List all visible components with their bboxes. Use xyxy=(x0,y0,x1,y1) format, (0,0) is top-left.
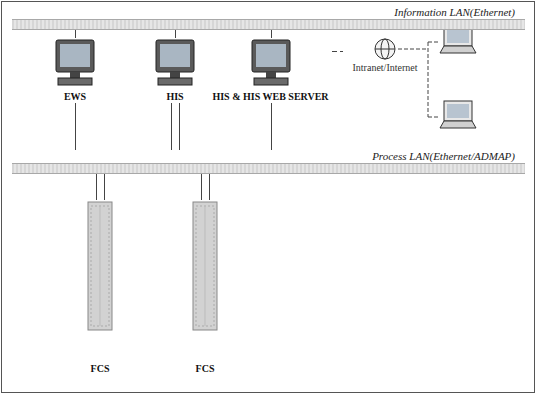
connector-line xyxy=(175,30,176,38)
node-label: HIS xyxy=(150,90,200,103)
wan-line xyxy=(398,49,428,50)
wan-line xyxy=(428,42,429,117)
computer-station: EWS xyxy=(47,38,103,103)
base xyxy=(158,78,192,85)
cabinet-icon xyxy=(85,200,115,332)
wan-line xyxy=(428,117,440,118)
lan-connector xyxy=(271,30,272,38)
node-label: FCS xyxy=(85,362,115,375)
screen xyxy=(256,44,286,67)
monitor xyxy=(56,40,94,72)
node-label: Process LAN(Ethernet/ADMAP) xyxy=(12,150,525,163)
laptop-icon xyxy=(440,101,476,128)
computer-icon xyxy=(50,38,100,88)
computer-icon xyxy=(246,38,296,88)
connector-line xyxy=(96,174,97,200)
control-station: FCS xyxy=(187,200,223,375)
connector-line xyxy=(271,30,272,38)
laptop-display xyxy=(447,104,469,118)
laptop-base xyxy=(440,46,476,53)
cabinet xyxy=(88,202,112,330)
lan-stripe xyxy=(12,163,525,174)
computer-station: HIS xyxy=(147,38,203,103)
computer-icon xyxy=(150,38,200,88)
wan-line xyxy=(428,42,440,43)
cabinet xyxy=(193,202,217,330)
lan-connector xyxy=(332,51,343,52)
screen xyxy=(60,44,90,67)
screen xyxy=(160,44,190,67)
lan-band: Information LAN(Ethernet) xyxy=(12,6,525,30)
stand xyxy=(70,72,80,78)
connector-line xyxy=(271,103,272,150)
computer-station: HIS & HIS WEB SERVER xyxy=(209,38,332,103)
base xyxy=(58,78,92,85)
cabinet-icon xyxy=(190,200,220,332)
lan-stripe xyxy=(12,19,525,30)
connector-line xyxy=(179,103,180,150)
laptop-base xyxy=(440,121,476,128)
cabinet-panel xyxy=(91,206,109,326)
node-label: EWS xyxy=(50,90,100,103)
lan-connector xyxy=(172,103,180,150)
monitor xyxy=(252,40,290,72)
node-label: FCS xyxy=(190,362,220,375)
equator xyxy=(375,49,395,50)
node-label: Information LAN(Ethernet) xyxy=(12,6,525,19)
connector-line xyxy=(209,174,210,200)
lan-connector xyxy=(271,103,272,150)
cabinet-seam xyxy=(100,206,101,326)
lan-connector xyxy=(75,103,76,150)
globe xyxy=(375,39,395,59)
connector-line xyxy=(171,103,172,150)
connector-line xyxy=(332,51,343,52)
laptop-screen xyxy=(444,101,472,121)
stand xyxy=(170,72,180,78)
connector-line xyxy=(75,103,76,150)
node-label: Intranet/Internet xyxy=(346,62,424,74)
lan-band: Process LAN(Ethernet/ADMAP) xyxy=(12,150,525,174)
lan-connector xyxy=(75,30,76,38)
lan-connector xyxy=(202,174,210,200)
cabinet-seam xyxy=(205,206,206,326)
laptop-display xyxy=(447,29,469,43)
control-station: FCS xyxy=(82,200,118,375)
connector-line xyxy=(75,30,76,38)
laptop-links xyxy=(398,42,440,117)
connector-line xyxy=(201,174,202,200)
cabinet-panel xyxy=(196,206,214,326)
base xyxy=(254,78,288,85)
monitor xyxy=(156,40,194,72)
stand xyxy=(266,72,276,78)
globe-icon xyxy=(372,36,398,62)
node-label: HIS & HIS WEB SERVER xyxy=(212,90,329,103)
network-cloud: Intranet/Internet xyxy=(343,36,427,74)
laptop-icon xyxy=(440,26,476,53)
connector-line xyxy=(104,174,105,200)
lan-connector xyxy=(97,174,105,200)
lan-connector xyxy=(175,30,176,38)
